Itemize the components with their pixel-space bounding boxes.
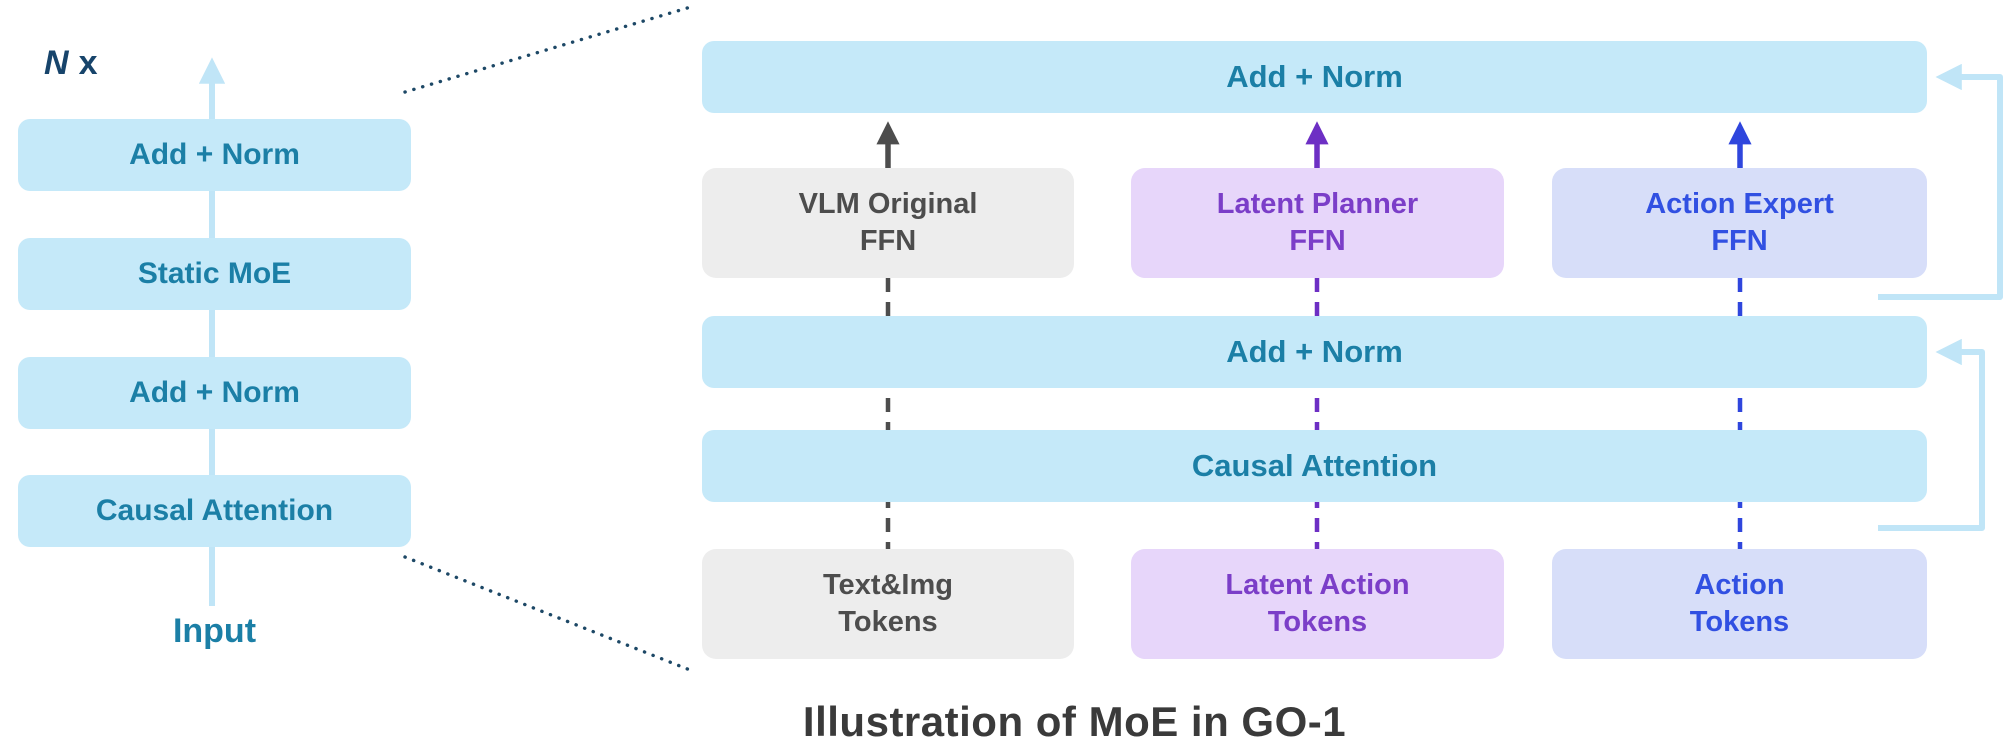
upper-residual-skip-arrow <box>1878 63 2003 300</box>
left-layer-causal-attention: Causal Attention <box>18 475 411 547</box>
repeat-n: N <box>44 44 69 82</box>
right-layer-add-norm-mid: Add + Norm <box>702 316 1927 388</box>
text-img-tokens-box: Text&Img Tokens <box>702 549 1074 659</box>
left-layer-add-norm-top: Add + Norm <box>18 119 411 191</box>
left-layer-add-norm-bottom: Add + Norm <box>18 357 411 429</box>
right-layer-add-norm-top: Add + Norm <box>702 41 1927 113</box>
right-layer-causal-attention: Causal Attention <box>702 430 1927 502</box>
latent-action-tokens-box: Latent Action Tokens <box>1131 549 1504 659</box>
top-dotted-guide-line <box>403 4 696 94</box>
action-tokens-box: Action Tokens <box>1552 549 1927 659</box>
left-layer-static-moe: Static MoE <box>18 238 411 310</box>
diagram-caption: Illustration of MoE in GO-1 <box>802 698 1347 745</box>
vlm-original-ffn-box: VLM Original FFN <box>702 168 1074 278</box>
latent-planner-ffn-box: Latent Planner FFN <box>1131 168 1504 278</box>
action-expert-ffn-box: Action Expert FFN <box>1552 168 1927 278</box>
input-label: Input <box>172 612 257 650</box>
lower-residual-skip-arrow <box>1878 338 1985 531</box>
repeat-x: x <box>78 44 98 82</box>
bottom-dotted-guide-line <box>403 555 692 672</box>
